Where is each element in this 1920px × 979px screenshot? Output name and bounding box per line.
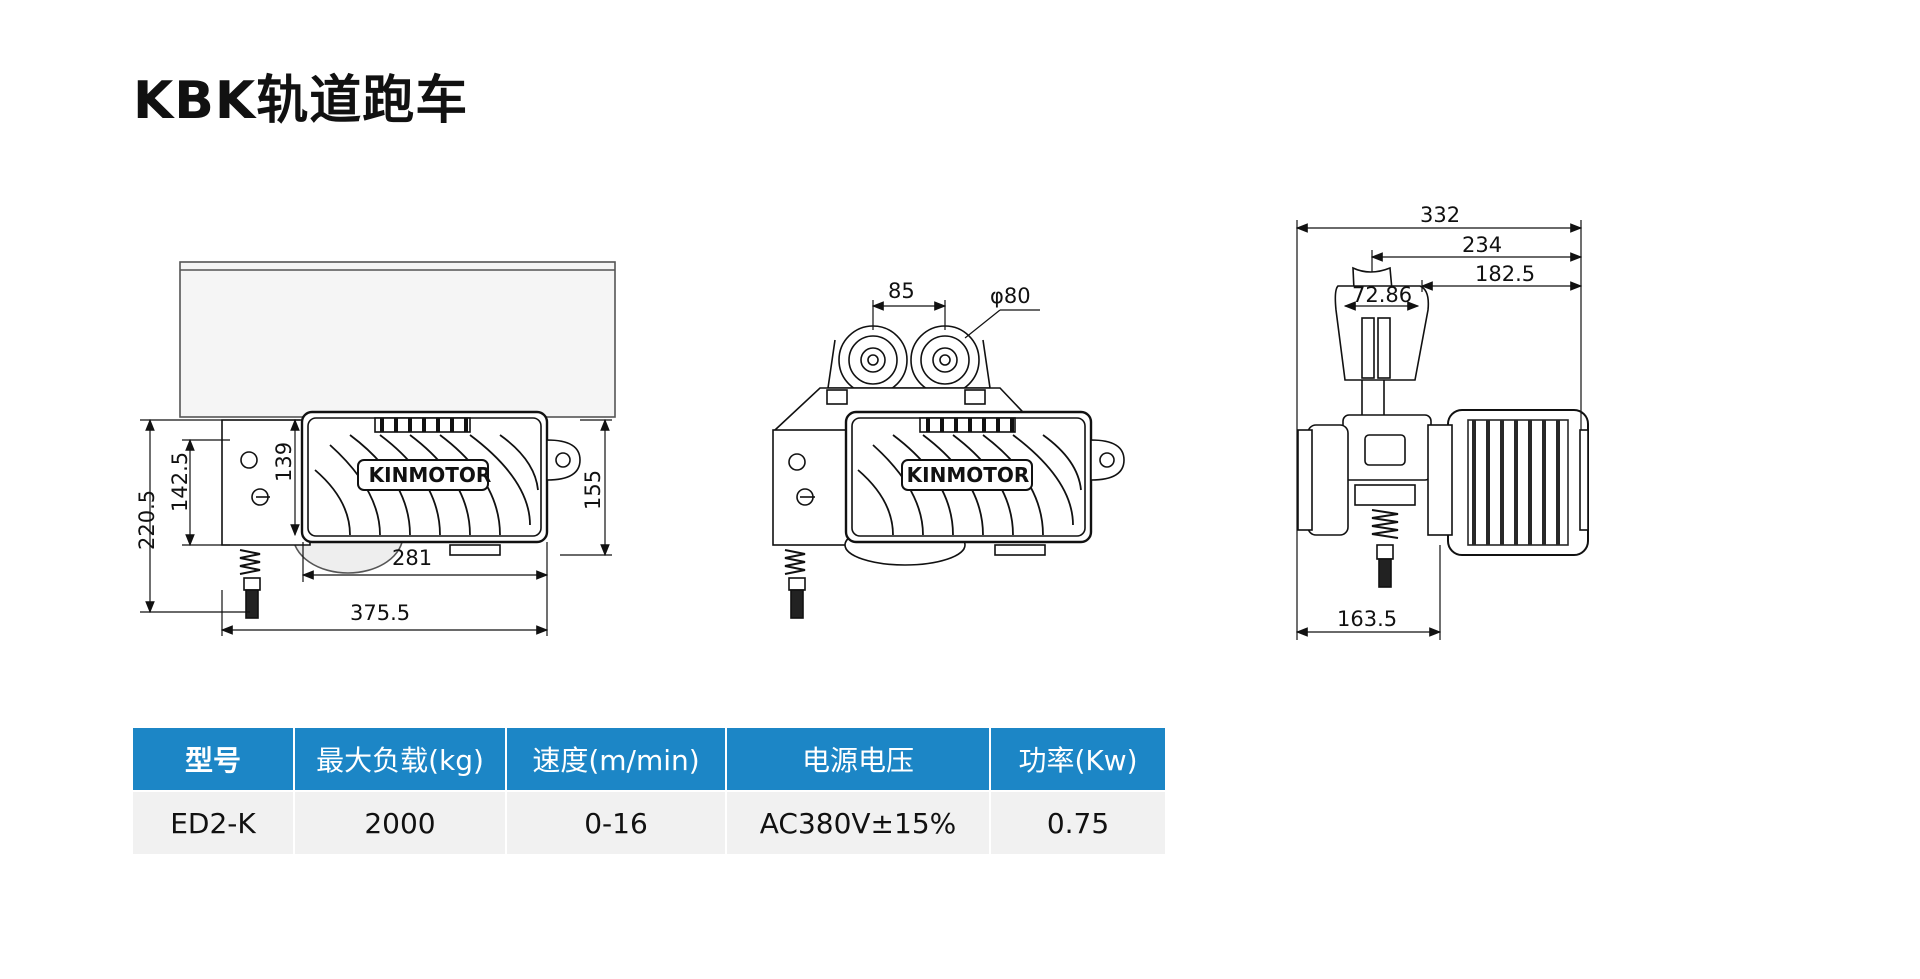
side-left-plate: [221, 419, 311, 546]
end-dimensions: [1295, 220, 1583, 640]
side-brand-logo: KINMOTOR: [369, 463, 492, 487]
front-view: [772, 325, 1125, 619]
front-vent: [919, 417, 1016, 433]
side-spring: [239, 549, 261, 575]
header-model: 型号: [133, 728, 295, 791]
front-logo-plate: [901, 459, 1033, 491]
side-view: [179, 261, 616, 619]
side-beam: [179, 261, 616, 418]
front-wheel-left: [838, 325, 908, 395]
front-spring: [784, 549, 806, 575]
side-vent: [374, 417, 471, 433]
cell-max-load: 2000: [294, 790, 507, 854]
dim-375-5: 375.5: [350, 601, 410, 625]
cell-power: 0.75: [990, 790, 1167, 854]
end-left-drum: [1307, 424, 1349, 536]
dim-163-5: 163.5: [1337, 607, 1397, 631]
side-dimensions: [140, 418, 612, 636]
front-wheel-right: [910, 325, 980, 395]
dim-85: 85: [888, 279, 915, 303]
dim-220-5: 220.5: [135, 490, 159, 550]
header-max-load: 最大负载(kg): [294, 728, 507, 791]
dim-281: 281: [392, 546, 432, 570]
dim-155: 155: [581, 470, 605, 510]
dim-phi-80: φ80: [990, 284, 1031, 308]
front-brand-logo: KINMOTOR: [907, 463, 1030, 487]
spec-table: 型号 最大负载(kg) 速度(m/min) 电源电压 功率(Kw) ED2-K …: [133, 728, 1167, 854]
dim-182-5: 182.5: [1475, 262, 1535, 286]
cell-speed: 0-16: [506, 790, 727, 854]
dim-72-86: 72.86: [1352, 283, 1412, 307]
dim-234: 234: [1462, 233, 1502, 257]
front-left-plate: [772, 429, 854, 546]
dim-332: 332: [1420, 203, 1460, 227]
header-voltage: 电源电压: [726, 728, 991, 791]
front-dimensions: [871, 300, 1040, 339]
header-speed: 速度(m/min): [506, 728, 727, 791]
dim-139: 139: [272, 442, 296, 482]
side-logo-plate: [357, 459, 489, 491]
dim-142-5: 142.5: [168, 452, 192, 512]
page-title: KBK轨道跑车: [133, 71, 469, 131]
end-view: [1297, 266, 1589, 588]
end-spring: [1371, 509, 1399, 539]
cell-voltage: AC380V±15%: [726, 790, 991, 854]
table-row: ED2-K 2000 0-16 AC380V±15% 0.75: [133, 790, 1167, 854]
spec-header-row: 型号 最大负载(kg) 速度(m/min) 电源电压 功率(Kw): [133, 728, 1167, 791]
header-power: 功率(Kw): [990, 728, 1167, 791]
cell-model: ED2-K: [133, 790, 295, 854]
